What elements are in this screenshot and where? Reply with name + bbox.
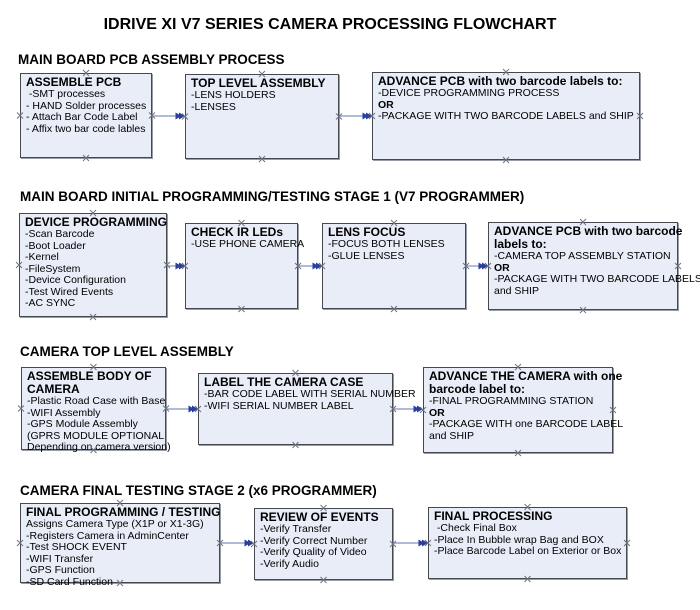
flow-box-final-processing: FINAL PROCESSING -Check Final Box-Place … xyxy=(428,507,627,579)
box-title: FINAL PROCESSING xyxy=(434,509,553,523)
box-line: -CAMERA TOP ASSEMBLY STATION xyxy=(494,250,671,262)
box-line: -WIFI Assembly xyxy=(27,406,101,419)
flow-box-review-of-events: REVIEW OF EVENTS-Verify Transfer-Verify … xyxy=(254,508,393,580)
flow-box-assemble-body-of-camera: ASSEMBLE BODY OF CAMERA-Plastic Road Cas… xyxy=(21,367,171,453)
box-line: -SD Card Function xyxy=(26,575,113,588)
section-heading-4: CAMERA FINAL TESTING STAGE 2 (x6 PROGRAM… xyxy=(20,483,377,498)
flow-box-lens-focus: LENS FOCUS-FOCUS BOTH LENSES-GLUE LENSES xyxy=(322,223,466,309)
box-line: -FOCUS BOTH LENSES xyxy=(328,238,445,250)
box-title: LENS FOCUS xyxy=(328,225,406,239)
box-line: -PACKAGE WITH one BARCODE LABEL xyxy=(429,418,624,430)
flow-box-label-the-camera-case: LABEL THE CAMERA CASE-BAR CODE LABEL WIT… xyxy=(198,373,416,445)
box-line: -GPS Function xyxy=(26,564,95,576)
box-line: -Place In Bubble wrap Bag and BOX xyxy=(434,533,604,546)
box-line: -Test SHOCK EVENT xyxy=(26,541,127,553)
arrowhead-icon xyxy=(478,262,485,270)
flow-box-advance-pcb-two-labels-row1: ADVANCE PCB with two barcode labels to:-… xyxy=(372,72,640,160)
box-line: -Plastic Road Case with Base xyxy=(27,395,166,407)
box-line: -Verify Quality of Video xyxy=(260,546,367,558)
box-line: and SHIP xyxy=(494,284,539,297)
box-line: and SHIP xyxy=(429,429,474,442)
box-title: ASSEMBLE BODY OF CAMERA xyxy=(27,369,152,396)
box-title: ADVANCE THE CAMERA with one barcode labe… xyxy=(429,369,623,396)
flow-box-advance-pcb-two-labels-row2: ADVANCE PCB with two barcode labels to:-… xyxy=(488,222,700,310)
box-line: -PACKAGE WITH TWO BARCODE LABELS xyxy=(494,273,700,285)
box-title: LABEL THE CAMERA CASE xyxy=(204,375,364,389)
box-line: -GPS Module Assembly xyxy=(27,418,138,430)
box-line: Depending on camera version) xyxy=(27,441,171,453)
box-line: -Kernel xyxy=(25,251,59,263)
box-line: -USE PHONE CAMERA xyxy=(191,238,305,250)
box-line: -Check Final Box xyxy=(434,522,517,534)
arrowhead-icon xyxy=(362,112,369,120)
arrowhead-icon xyxy=(418,539,425,547)
arrowhead-icon xyxy=(188,405,195,413)
page-title: IDRIVE XI V7 SERIES CAMERA PROCESSING FL… xyxy=(103,16,557,33)
box-line: -Registers Camera in AdminCenter xyxy=(26,529,189,542)
box-line: -Boot Loader xyxy=(25,239,86,252)
box-line: (GPRS MODULE OPTIONAL xyxy=(27,429,165,442)
arrowhead-icon xyxy=(175,112,182,120)
box-line: -Scan Barcode xyxy=(25,228,95,240)
box-line: -Test Wired Events xyxy=(25,285,114,298)
box-line: -BAR CODE LABEL WITH SERIAL NUMBER xyxy=(204,388,416,400)
box-line: -Verify Correct Number xyxy=(260,534,368,547)
box-line: OR xyxy=(494,261,510,274)
box-title: ASSEMBLE PCB xyxy=(26,75,122,89)
box-line: -Place Barcode Label on Exterior or Box xyxy=(434,545,622,557)
box-title: ADVANCE PCB with two barcode labels to: xyxy=(494,224,683,251)
arrowhead-icon xyxy=(413,405,420,413)
box-line: Assigns Camera Type (X1P or X1-3G) xyxy=(26,518,204,530)
box-title: REVIEW OF EVENTS xyxy=(260,510,379,524)
box-line: - Affix two bar code lables xyxy=(26,122,146,135)
box-line: -AC SYNC xyxy=(25,297,76,309)
box-line: OR xyxy=(429,406,445,419)
box-line: -WIFI SERIAL NUMBER LABEL xyxy=(204,399,354,412)
section-heading-3: CAMERA TOP LEVEL ASSEMBLY xyxy=(20,344,234,359)
flow-box-advance-camera-one-label: ADVANCE THE CAMERA with one barcode labe… xyxy=(423,367,624,453)
arrowhead-icon xyxy=(312,262,319,270)
box-title: CHECK IR LEDs xyxy=(191,225,284,239)
section-heading-2: MAIN BOARD INITIAL PROGRAMMING/TESTING S… xyxy=(20,189,525,204)
box-line: OR xyxy=(378,98,394,111)
box-title: FINAL PROGRAMMING / TESTING xyxy=(26,505,221,519)
box-title: DEVICE PROGRAMMING xyxy=(25,215,168,229)
flow-box-assemble-pcb: ASSEMBLE PCB -SMT processes- HAND Solder… xyxy=(20,73,152,158)
box-line: -LENS HOLDERS xyxy=(191,89,276,101)
box-line: -SMT processes xyxy=(26,88,106,100)
arrowhead-icon xyxy=(175,262,182,270)
box-line: - Attach Bar Code Label xyxy=(26,111,138,123)
box-line: -GLUE LENSES xyxy=(328,249,405,262)
box-line: -Verify Audio xyxy=(260,557,319,570)
box-title: TOP LEVEL ASSEMBLY xyxy=(191,76,326,90)
box-line: -Verify Transfer xyxy=(260,523,332,535)
box-line: -WIFI Transfer xyxy=(26,552,94,565)
box-line: - HAND Solder processes xyxy=(26,99,147,112)
section-heading-1: MAIN BOARD PCB ASSEMBLY PROCESS xyxy=(18,52,285,67)
box-line: -FileSystem xyxy=(25,262,81,275)
box-line: -LENSES xyxy=(191,100,236,113)
box-line: -FINAL PROGRAMMING STATION xyxy=(429,395,594,407)
box-title: ADVANCE PCB with two barcode labels to: xyxy=(378,74,623,88)
box-line: -DEVICE PROGRAMMING PROCESS xyxy=(378,87,560,99)
flow-box-top-level-assembly: TOP LEVEL ASSEMBLY-LENS HOLDERS-LENSES xyxy=(185,74,339,159)
flow-box-check-ir-leds: CHECK IR LEDs-USE PHONE CAMERA xyxy=(185,223,305,309)
arrowhead-icon xyxy=(244,539,251,547)
box-line: -Device Configuration xyxy=(25,274,126,286)
box-line: -PACKAGE WITH TWO BARCODE LABELS and SHI… xyxy=(378,110,634,122)
flow-box-device-programming: DEVICE PROGRAMMING-Scan Barcode-Boot Loa… xyxy=(19,213,167,317)
